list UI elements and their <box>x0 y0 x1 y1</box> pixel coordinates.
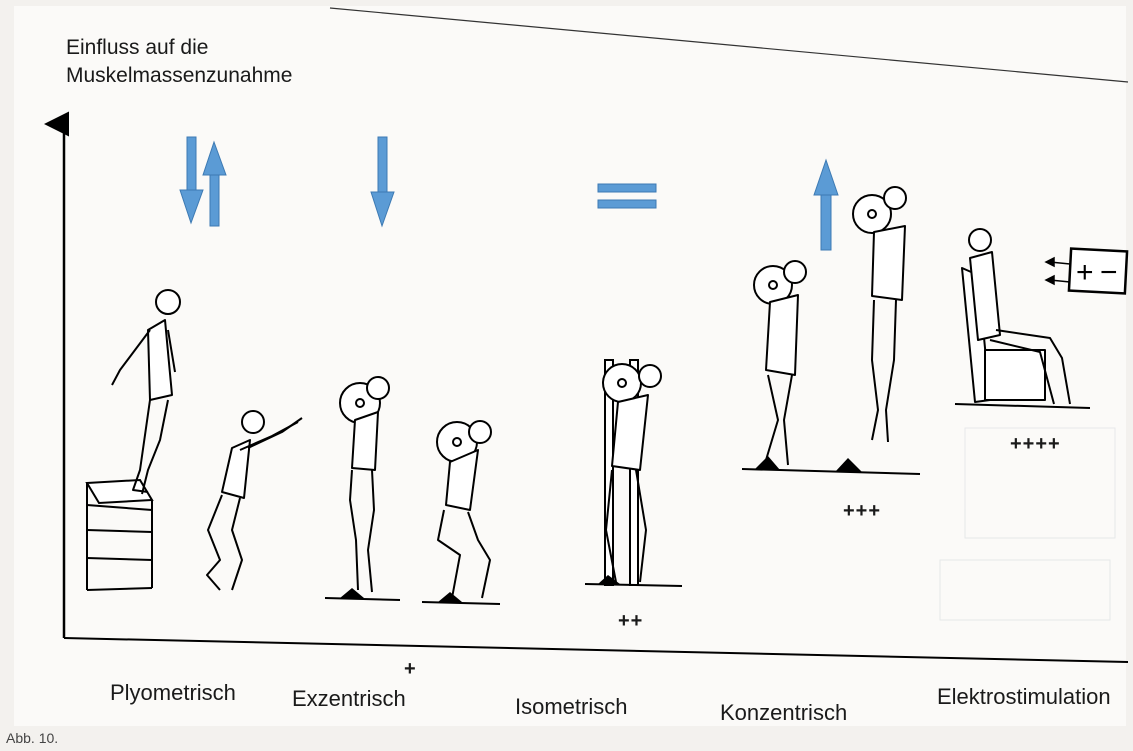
stimulator-plus-sign: + <box>1076 256 1094 289</box>
concentric-ground <box>742 469 920 474</box>
eccentric-wedge-1 <box>340 588 364 598</box>
method-label-electrostimulation: Elektrostimulation <box>937 684 1111 710</box>
down-arrow-icon <box>180 137 203 223</box>
isometric-equal <box>598 184 656 208</box>
equal-sign-icon <box>598 184 656 208</box>
eccentric-athlete-standing-icon <box>340 377 389 592</box>
y-axis-label: Einfluss auf die Muskelmassenzunahme <box>66 34 292 90</box>
isometric-wedge <box>598 575 620 584</box>
eccentric-ground-2 <box>422 602 500 604</box>
rating-isometric: ++ <box>618 610 643 633</box>
up-arrow-icon <box>814 160 838 250</box>
y-axis-label-line1: Einfluss auf die <box>66 34 292 62</box>
electrode-wires <box>1046 258 1070 284</box>
stimulator-minus-sign: − <box>1100 256 1118 289</box>
concentric-athlete-jump-icon <box>853 187 906 442</box>
figure-caption: Abb. 10. <box>6 730 58 746</box>
rating-eccentric: + <box>404 658 417 681</box>
concentric-arrow <box>814 160 838 250</box>
eccentric-athlete-squat-icon <box>437 421 491 598</box>
concentric-wedge-1 <box>755 456 780 470</box>
method-label-eccentric: Exzentrisch <box>292 686 406 712</box>
up-arrow-icon <box>203 142 226 226</box>
rating-electrostimulation: ++++ <box>1010 433 1061 456</box>
concentric-athlete-squat-icon <box>754 261 806 465</box>
down-arrow-icon <box>371 137 394 226</box>
method-label-isometric: Isometrisch <box>515 694 627 720</box>
background-texture <box>940 428 1115 620</box>
plyometric-athlete-on-box-icon <box>112 290 180 494</box>
frame-top-line <box>330 8 1128 82</box>
eccentric-ground-1 <box>325 598 400 600</box>
method-label-concentric: Konzentrisch <box>720 700 847 726</box>
plyometric-box-icon <box>87 480 152 590</box>
rating-concentric: +++ <box>843 500 881 523</box>
eccentric-arrow <box>371 137 394 226</box>
eccentric-wedge-2 <box>438 592 462 602</box>
plyometric-arrows <box>180 137 226 226</box>
electrostimulation-ground <box>955 404 1090 408</box>
plyometric-athlete-landing-icon <box>207 411 302 590</box>
method-label-plyometric: Plyometrisch <box>110 680 236 706</box>
x-axis <box>64 638 1128 662</box>
concentric-wedge-2 <box>835 458 862 472</box>
y-axis-label-line2: Muskelmassenzunahme <box>66 62 292 90</box>
isometric-ground <box>585 584 682 586</box>
